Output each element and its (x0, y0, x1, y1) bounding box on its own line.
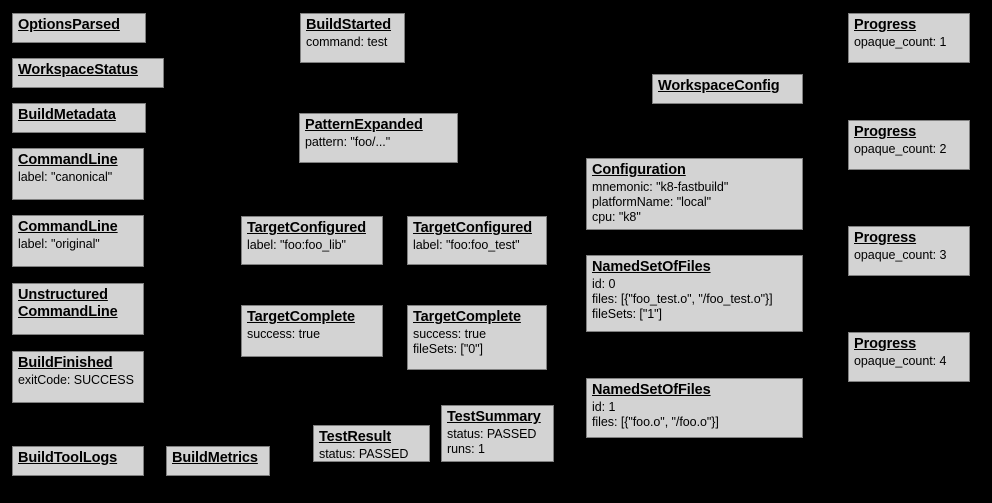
graph-node-command-line-original[interactable]: CommandLine label: "original" (12, 215, 144, 267)
graph-node-progress-2[interactable]: Progress opaque_count: 2 (848, 120, 970, 170)
graph-node-test-result[interactable]: TestResult status: PASSED (313, 425, 430, 462)
node-fields: exitCode: SUCCESS (18, 373, 138, 388)
node-fields: pattern: "foo/..." (305, 135, 452, 150)
node-field: opaque_count: 3 (854, 248, 947, 262)
node-field: command: test (306, 35, 388, 49)
node-title: BuildToolLogs (18, 450, 118, 466)
graph-node-progress-1[interactable]: Progress opaque_count: 1 (848, 13, 970, 63)
node-fields: label: "foo:foo_lib" (247, 238, 377, 253)
node-title: WorkspaceStatus (18, 62, 138, 78)
node-field: label: "canonical" (18, 170, 113, 184)
graph-node-build-finished[interactable]: BuildFinished exitCode: SUCCESS (12, 351, 144, 403)
graph-node-pattern-expanded[interactable]: PatternExpanded pattern: "foo/..." (299, 113, 458, 163)
node-title: CommandLine (18, 152, 118, 168)
node-fields: opaque_count: 1 (854, 35, 964, 50)
node-field: opaque_count: 1 (854, 35, 947, 49)
node-title: TargetConfigured (413, 220, 532, 236)
graph-node-options-parsed[interactable]: OptionsParsed (12, 13, 146, 43)
node-fields: label: "foo:foo_test" (413, 238, 541, 253)
node-title: Progress (854, 17, 917, 33)
node-fields: opaque_count: 4 (854, 354, 964, 369)
node-title: BuildMetrics (172, 450, 258, 466)
node-field: label: "original" (18, 237, 100, 251)
node-title: NamedSetOfFiles (592, 382, 711, 398)
graph-node-build-tool-logs[interactable]: BuildToolLogs (12, 446, 144, 476)
graph-node-unstructured-command-line[interactable]: Unstructured CommandLine (12, 283, 144, 335)
node-title: BuildFinished (18, 355, 113, 371)
node-fields: status: PASSED (319, 447, 424, 461)
node-fields: opaque_count: 2 (854, 142, 964, 157)
node-fields: command: test (306, 35, 399, 50)
node-field: exitCode: SUCCESS (18, 373, 134, 387)
node-field: label: "foo:foo_test" (413, 238, 520, 252)
graph-node-command-line-canonical[interactable]: CommandLine label: "canonical" (12, 148, 144, 200)
graph-node-build-metadata[interactable]: BuildMetadata (12, 103, 146, 133)
node-field: fileSets: ["0"] (413, 342, 483, 356)
graph-node-target-complete-lib[interactable]: TargetComplete success: true (241, 305, 383, 357)
node-field: id: 0 (592, 277, 616, 291)
node-field: pattern: "foo/..." (305, 135, 391, 149)
graph-node-build-started[interactable]: BuildStarted command: test (300, 13, 405, 63)
node-title: Configuration (592, 162, 686, 178)
node-fields: label: "canonical" (18, 170, 138, 185)
node-field: success: true (247, 327, 320, 341)
node-title: Unstructured CommandLine (18, 287, 118, 320)
node-title: TestResult (319, 429, 392, 445)
node-title: OptionsParsed (18, 17, 120, 33)
node-title: CommandLine (18, 219, 118, 235)
graph-node-build-metrics[interactable]: BuildMetrics (166, 446, 270, 476)
graph-node-target-configured-foo-test[interactable]: TargetConfigured label: "foo:foo_test" (407, 216, 547, 265)
node-field: status: PASSED (319, 447, 409, 461)
node-field: opaque_count: 4 (854, 354, 947, 368)
graph-node-target-configured-foo-lib[interactable]: TargetConfigured label: "foo:foo_lib" (241, 216, 383, 265)
node-title: Progress (854, 336, 917, 352)
node-field: files: [{"foo.o", "/foo.o"}] (592, 415, 719, 429)
graph-node-configuration[interactable]: Configuration mnemonic: "k8-fastbuild"pla… (586, 158, 803, 230)
node-title: TargetComplete (247, 309, 355, 325)
node-field: runs: 1 (447, 442, 485, 456)
graph-node-workspace-config[interactable]: WorkspaceConfig (652, 74, 803, 104)
node-field: platformName: "local" (592, 195, 711, 209)
node-title: TargetComplete (413, 309, 521, 325)
node-field: mnemonic: "k8-fastbuild" (592, 180, 729, 194)
graph-node-progress-4[interactable]: Progress opaque_count: 4 (848, 332, 970, 382)
node-title: TestSummary (447, 409, 541, 425)
node-field: cpu: "k8" (592, 210, 641, 224)
node-field: label: "foo:foo_lib" (247, 238, 346, 252)
node-field: files: [{"foo_test.o", "/foo_test.o"}] (592, 292, 773, 306)
node-field: id: 1 (592, 400, 616, 414)
node-field: success: true (413, 327, 486, 341)
graph-node-workspace-status[interactable]: WorkspaceStatus (12, 58, 164, 88)
node-fields: success: true (247, 327, 377, 342)
node-fields: mnemonic: "k8-fastbuild"platformName: "l… (592, 180, 797, 225)
node-title: BuildStarted (306, 17, 392, 33)
node-fields: opaque_count: 3 (854, 248, 964, 263)
node-field: fileSets: ["1"] (592, 307, 662, 321)
node-field: status: PASSED (447, 427, 537, 441)
node-fields: label: "original" (18, 237, 138, 252)
node-field: opaque_count: 2 (854, 142, 947, 156)
node-title: Progress (854, 230, 917, 246)
graph-node-progress-3[interactable]: Progress opaque_count: 3 (848, 226, 970, 276)
node-title: TargetConfigured (247, 220, 366, 236)
node-title: BuildMetadata (18, 107, 116, 123)
node-title: Progress (854, 124, 917, 140)
node-title: WorkspaceConfig (658, 78, 780, 94)
node-title: PatternExpanded (305, 117, 423, 133)
node-title: NamedSetOfFiles (592, 259, 711, 275)
